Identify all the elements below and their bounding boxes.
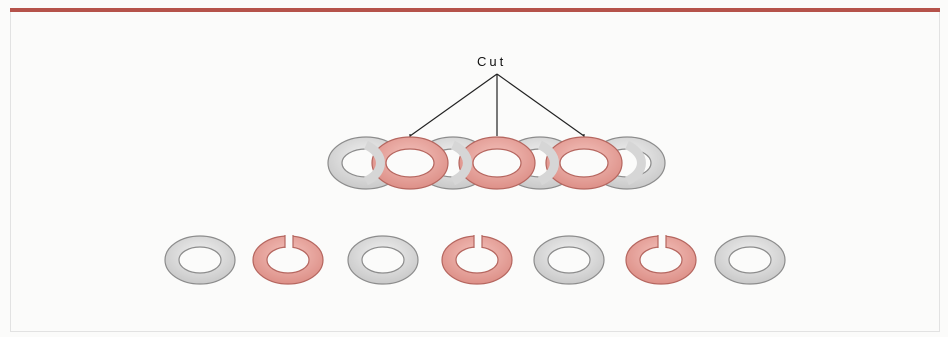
ring-2-open — [253, 234, 323, 284]
ring-1 — [165, 236, 235, 284]
ring-4-open — [442, 234, 512, 284]
connected-chain — [328, 137, 665, 189]
ring-6-open — [626, 234, 696, 284]
ring-5 — [534, 236, 604, 284]
cut-pointer-line-3 — [497, 74, 584, 136]
ring-7 — [715, 236, 785, 284]
cut-pointer-lines — [410, 74, 584, 141]
cut-label: Cut — [477, 54, 506, 69]
separated-rings — [165, 234, 785, 284]
cut-pointer-line-1 — [410, 74, 497, 136]
ring-3 — [348, 236, 418, 284]
